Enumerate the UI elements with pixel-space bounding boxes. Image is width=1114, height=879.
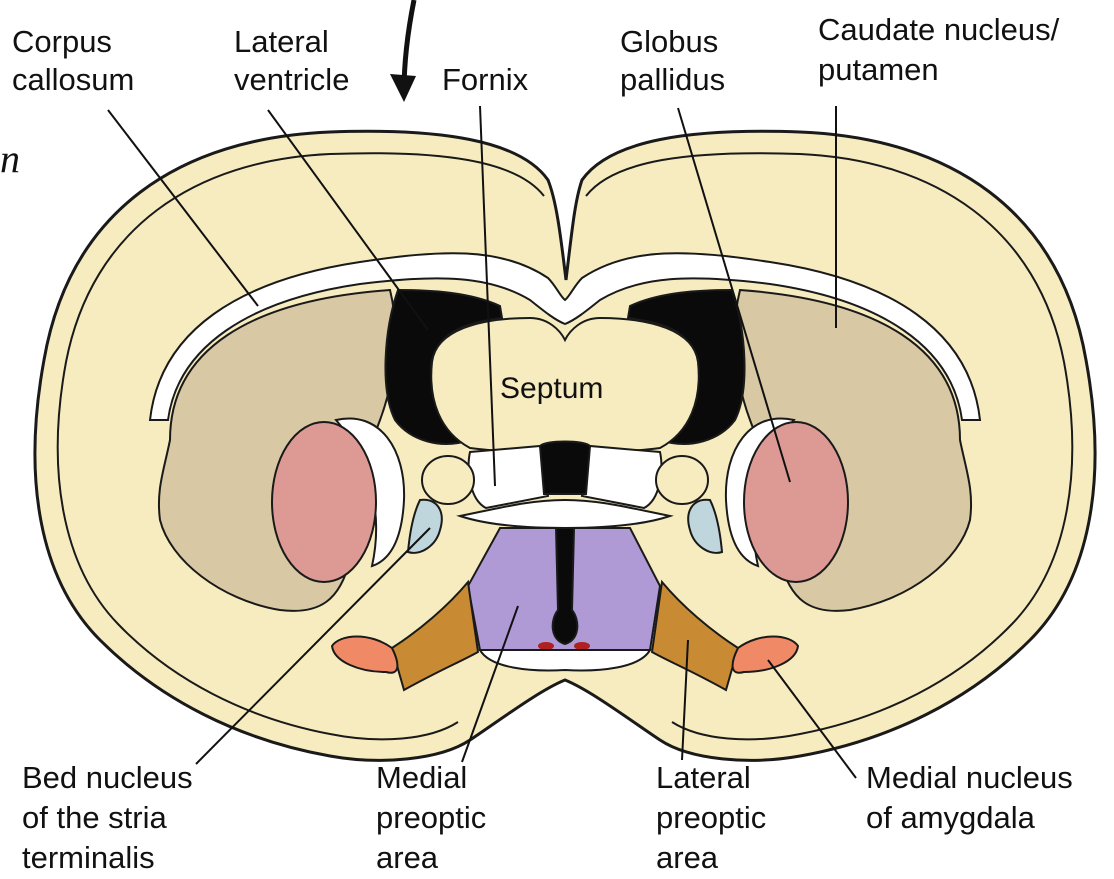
down-arrow-icon bbox=[390, 0, 416, 102]
fornix-right bbox=[582, 446, 661, 508]
label-bed-nucleus: Bed nucleus of the stria terminalis bbox=[22, 760, 201, 875]
label-globus-pallidus: Globus pallidus bbox=[620, 24, 727, 97]
globus-pallidus-left bbox=[272, 422, 376, 582]
label-septum: Septum bbox=[500, 372, 603, 405]
globus-pallidus-right bbox=[744, 422, 848, 582]
label-caudate-putamen: Caudate nucleus/ putamen bbox=[818, 12, 1068, 87]
label-fornix: Fornix bbox=[442, 62, 529, 97]
label-lateral-preoptic: Lateral preoptic area bbox=[656, 760, 775, 875]
fornix-body-right bbox=[656, 456, 708, 504]
suprachiasmatic-left bbox=[538, 642, 554, 650]
suprachiasmatic-right bbox=[574, 642, 590, 650]
edge-text-fragment: n bbox=[0, 136, 20, 181]
third-ventricle-top bbox=[540, 442, 590, 495]
label-medial-amygdala: Medial nucleus of amygdala bbox=[866, 760, 1081, 835]
label-medial-preoptic: Medial preoptic area bbox=[376, 760, 495, 875]
fornix-left bbox=[469, 446, 548, 508]
label-lateral-ventricle: Lateral ventricle bbox=[234, 24, 349, 97]
fornix-body-left bbox=[422, 456, 474, 504]
label-corpus-callosum: Corpus callosum bbox=[12, 24, 134, 97]
